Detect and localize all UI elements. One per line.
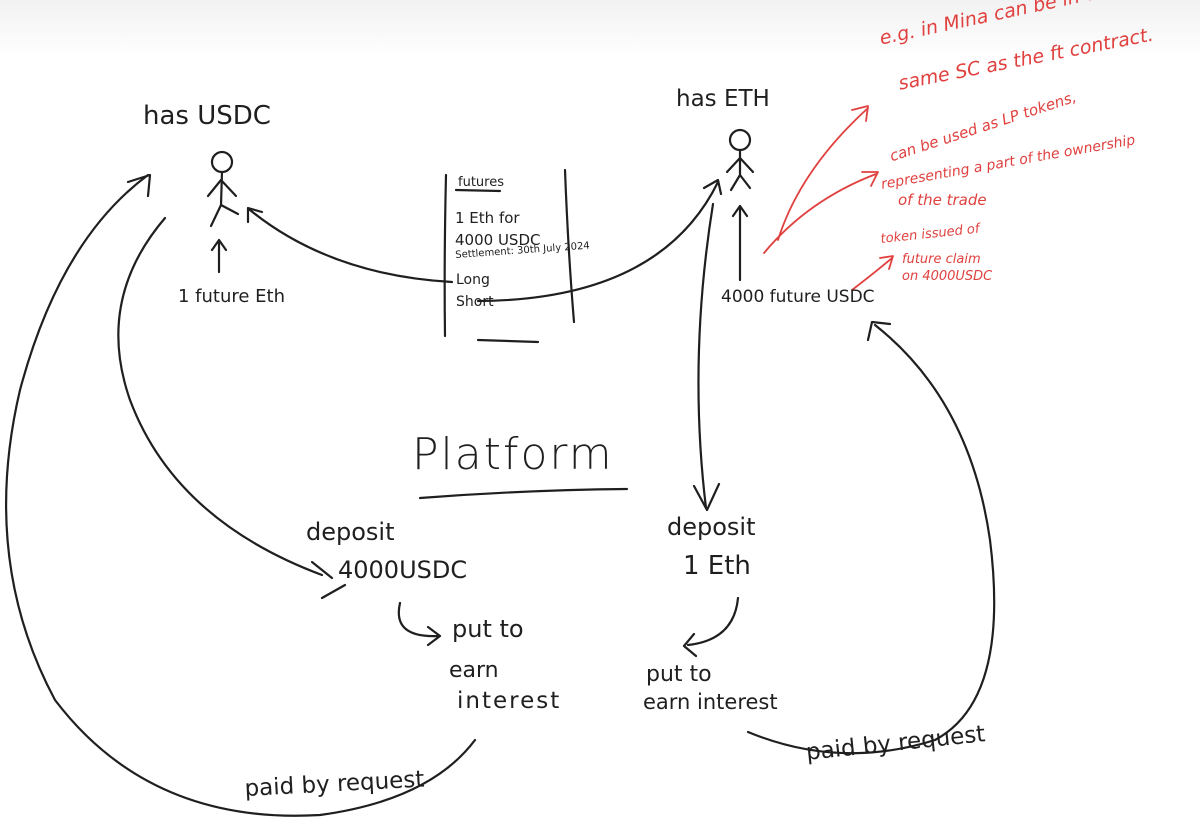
- short-to-eth-holder-arrow: [476, 178, 723, 303]
- claim-note-line2: future claim: [902, 252, 981, 267]
- deposit-to-interest-arrow-left: [397, 601, 442, 647]
- long-to-usdc-holder-arrow: [246, 206, 454, 284]
- payout-to-usdc-holder-loop: [5, 173, 477, 817]
- claim-note-line3: on 4000USDC: [902, 269, 993, 284]
- deposit-to-interest-arrow-right: [682, 596, 740, 658]
- eth-to-deposit-arrow: [692, 202, 721, 512]
- left-action-line3: interest: [457, 688, 562, 714]
- right-action-line2: earn interest: [643, 690, 778, 714]
- futures-card-short: Short: [456, 294, 494, 310]
- left-deposit-amount: 4000USDC: [338, 556, 468, 584]
- platform-title: Platform: [412, 429, 614, 480]
- eth-holder-figure: [725, 128, 755, 192]
- future-eth-up-arrow: [210, 238, 228, 274]
- left-deposit-label: deposit: [306, 518, 395, 546]
- payout-to-future-usdc-loop: [746, 320, 996, 755]
- annotation-arrows: [763, 105, 894, 291]
- usdc-holder-to-deposit-loop: [117, 216, 347, 600]
- futures-card-outline: [443, 168, 576, 344]
- eth-holder-title: has ETH: [676, 86, 770, 112]
- right-action-line1: put to: [646, 662, 712, 687]
- future-usdc-up-arrow: [731, 204, 749, 282]
- left-action-line1: put to: [452, 615, 524, 643]
- futures-card-line-price: 4000 USDC: [455, 231, 541, 249]
- usdc-holder-figure: [206, 150, 240, 228]
- futures-card-header: futures: [458, 175, 504, 190]
- future-eth-label: 1 future Eth: [178, 286, 286, 307]
- platform-underline: [418, 487, 629, 500]
- futures-card-line-amount: 1 Eth for: [455, 209, 520, 227]
- usdc-holder-title: has USDC: [143, 101, 271, 131]
- lp-note-line3: of the trade: [898, 191, 987, 209]
- future-usdc-label: 4000 future USDC: [721, 287, 875, 307]
- left-action-line2: earn: [449, 658, 499, 683]
- right-deposit-label: deposit: [667, 513, 756, 541]
- futures-card-long: Long: [456, 272, 490, 288]
- right-deposit-amount: 1 Eth: [683, 551, 751, 581]
